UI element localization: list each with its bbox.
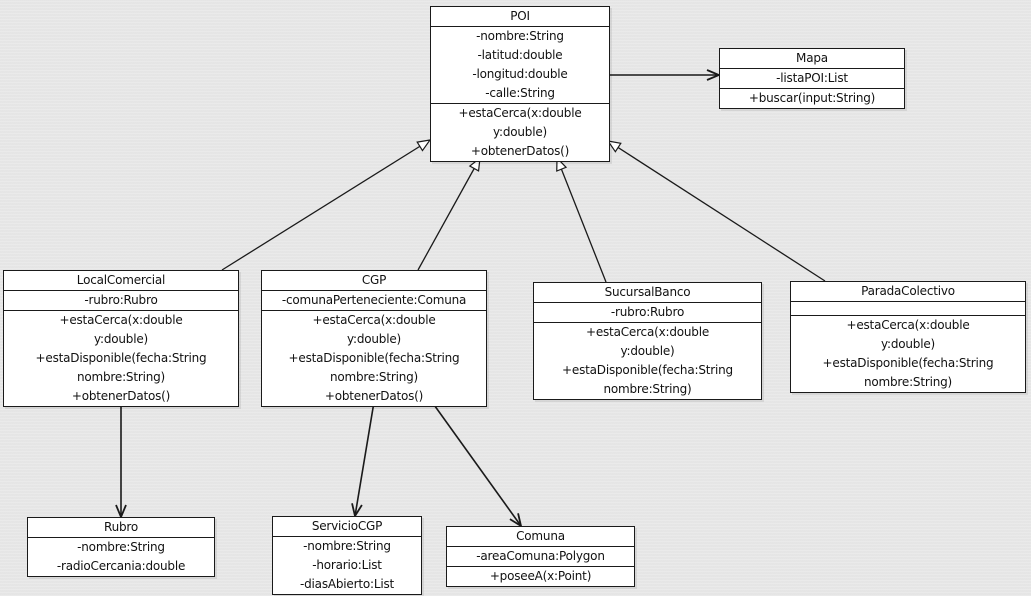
method-nombre-string: nombre:String) [863, 375, 953, 389]
method-estacerca-x-double: +estaCerca(x:double [458, 106, 582, 120]
method-estacerca-x-double: +estaCerca(x:double [585, 325, 710, 339]
association-cgp-comuna [431, 401, 521, 526]
attribute-diasabierto-list: -diasAbierto:List [299, 577, 395, 591]
method-y-double: y:double) [880, 337, 936, 351]
attributes-compartment: -areaComuna:Polygon [447, 547, 634, 567]
class-localcomercial[interactable]: LocalComercial -rubro:Rubro +estaCerca(x:d… [3, 270, 239, 407]
attribute-comunaperteneciente-comuna: -comunaPerteneciente:Comuna [281, 293, 467, 307]
attribute-latitud-double: -latitud:double [477, 48, 563, 62]
class-sucursalbanco[interactable]: SucursalBanco -rubro:Rubro +estaCerca(x:do… [533, 282, 762, 400]
class-name: Rubro [28, 518, 214, 538]
attributes-compartment: -nombre:String -latitud:double -longitud:d… [431, 27, 609, 104]
class-name: LocalComercial [4, 271, 238, 291]
class-name: SucursalBanco [534, 283, 761, 303]
attributes-compartment: -comunaPerteneciente:Comuna [262, 291, 486, 311]
method-poseea-x-point: +poseeA(x:Point) [489, 569, 592, 583]
method-estadisponible-fecha-string: +estaDisponible(fecha:String [35, 351, 207, 365]
class-rubro[interactable]: Rubro -nombre:String -radioCercania:double [27, 517, 215, 577]
class-poi[interactable]: POI -nombre:String -latitud:double -longitu… [430, 6, 610, 162]
attribute-nombre-string: -nombre:String [476, 29, 564, 43]
attribute-nombre-string: -nombre:String [77, 540, 165, 554]
method-buscar-input-string: +buscar(input:String) [748, 91, 876, 105]
class-name: ParadaColectivo [791, 282, 1025, 302]
class-name: ServicioCGP [273, 517, 421, 537]
attributes-compartment: -nombre:String -horario:List -diasAbierto:… [273, 537, 421, 594]
class-name: POI [431, 7, 609, 27]
methods-compartment: +estaCerca(x:double y:double) +estaDisponi… [4, 311, 238, 406]
methods-compartment: +estaCerca(x:double y:double) +estaDisponi… [534, 323, 761, 399]
attributes-compartment: -listaPOI:List [720, 69, 904, 89]
methods-compartment: +estaCerca(x:double y:double) +estaDisponi… [262, 311, 486, 406]
method-y-double: y:double) [346, 332, 402, 346]
method-estadisponible-fecha-string: +estaDisponible(fecha:String [288, 351, 460, 365]
method-y-double: y:double) [620, 344, 675, 358]
class-paradacolectivo[interactable]: ParadaColectivo +estaCerca(x:double y:doub… [790, 281, 1026, 393]
methods-compartment: +estaCerca(x:double y:double) +estaDisponi… [791, 316, 1025, 392]
methods-compartment: +estaCerca(x:double y:double) +obtenerDato… [431, 104, 609, 161]
method-nombre-string: nombre:String) [76, 370, 166, 384]
method-nombre-string: nombre:String) [603, 382, 692, 396]
attributes-compartment: -rubro:Rubro [534, 303, 761, 323]
attribute-horario-list: -horario:List [312, 558, 382, 572]
method-estacerca-x-double: +estaCerca(x:double [59, 313, 183, 327]
attributes-compartment: -nombre:String -radioCercania:double [28, 538, 214, 576]
method-estadisponible-fecha-string: +estaDisponible(fecha:String [562, 363, 733, 377]
attribute-rubro-rubro: -rubro:Rubro [84, 293, 158, 307]
class-name: CGP [262, 271, 486, 291]
class-serviciocgp[interactable]: ServicioCGP -nombre:String -horario:List -d… [272, 516, 422, 595]
attribute-rubro-rubro: -rubro:Rubro [610, 305, 685, 319]
class-cgp[interactable]: CGP -comunaPerteneciente:Comuna +estaCerca… [261, 270, 487, 407]
method-nombre-string: nombre:String) [329, 370, 419, 384]
class-name: Mapa [720, 49, 904, 69]
attribute-areacomuna-polygon: -areaComuna:Polygon [476, 549, 605, 563]
generalization-paradacolectivo-poi [608, 141, 826, 282]
attributes-compartment: -rubro:Rubro [4, 291, 238, 311]
generalization-cgp-poi [417, 158, 480, 271]
method-y-double: y:double) [492, 125, 548, 139]
methods-compartment: +poseeA(x:Point) [447, 567, 634, 586]
attributes-compartment [791, 302, 1025, 316]
method-y-double: y:double) [93, 332, 149, 346]
attribute-listapoi-list: -listaPOI:List [776, 71, 848, 85]
method-estadisponible-fecha-string: +estaDisponible(fecha:String [822, 356, 994, 370]
generalization-sucursalbanco-poi [557, 158, 607, 283]
association-cgp-serviciocgp [355, 401, 375, 516]
method-obtenerdatos: +obtenerDatos() [324, 389, 424, 403]
method-estacerca-x-double: +estaCerca(x:double [846, 318, 970, 332]
attribute-radiocercania-double: -radioCercania:double [56, 559, 186, 573]
class-name: Comuna [447, 527, 634, 547]
generalization-localcomercial-poi [221, 140, 430, 271]
method-estacerca-x-double: +estaCerca(x:double [312, 313, 436, 327]
class-mapa[interactable]: Mapa -listaPOI:List +buscar(input:String) [719, 48, 905, 109]
methods-compartment: +buscar(input:String) [720, 89, 904, 108]
attribute-longitud-double: -longitud:double [472, 67, 568, 81]
attribute-calle-string: -calle:String [485, 86, 555, 100]
method-obtenerdatos: +obtenerDatos() [71, 389, 171, 403]
attribute-nombre-string: -nombre:String [303, 539, 391, 553]
method-obtenerdatos: +obtenerDatos() [470, 144, 570, 158]
class-comuna[interactable]: Comuna -areaComuna:Polygon +poseeA(x:Point… [446, 526, 635, 587]
